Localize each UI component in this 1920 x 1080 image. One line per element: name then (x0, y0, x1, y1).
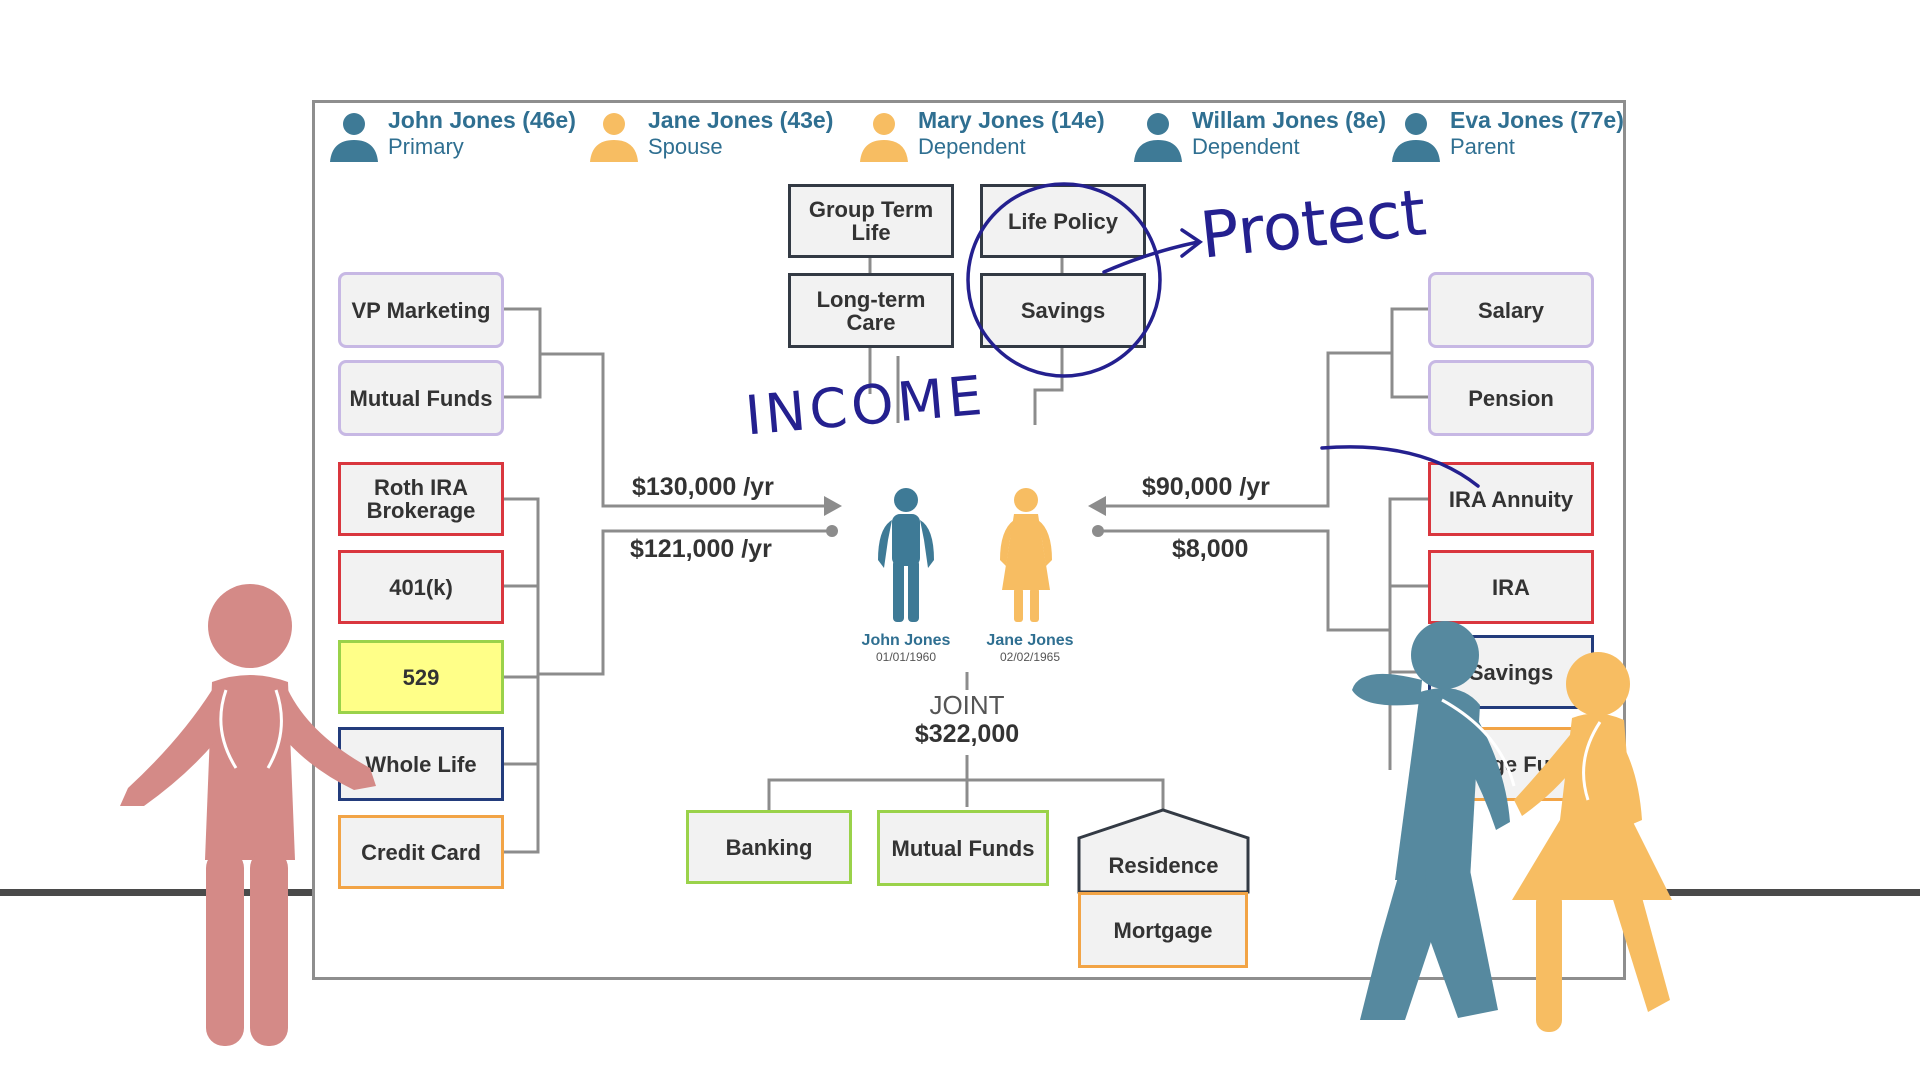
member-william[interactable]: Willam Jones (8e)Dependent (1132, 106, 1386, 164)
john-income-label: $130,000 /yr (632, 473, 774, 501)
banking-box[interactable]: Banking (686, 810, 852, 884)
member-jane[interactable]: Jane Jones (43e)Spouse (588, 106, 833, 164)
john-name: John Jones (861, 632, 951, 649)
jane-other-label: $8,000 (1172, 535, 1249, 563)
john-expense-label: $121,000 /yr (630, 535, 772, 563)
residence-box[interactable]: Residence (1108, 852, 1219, 878)
top-savings-box[interactable]: Savings (980, 273, 1146, 348)
person-icon (330, 113, 378, 162)
person-icon (590, 113, 638, 162)
person-icon (1134, 113, 1182, 162)
credit-card-box[interactable]: Credit Card (338, 815, 504, 889)
401k-box[interactable]: 401(k) (338, 550, 504, 624)
person-icon (860, 113, 908, 162)
college-fund-box[interactable]: o ge Fu (1428, 727, 1594, 801)
ira-annuity-box[interactable]: IRA Annuity (1428, 462, 1594, 536)
mortgage-box[interactable]: Mortgage (1078, 892, 1248, 968)
jane-income-label: $90,000 /yr (1142, 473, 1270, 501)
joint-mutual-funds-box[interactable]: Mutual Funds (877, 810, 1049, 886)
left-mutual-funds-box[interactable]: Mutual Funds (338, 360, 504, 436)
jane-caption: Jane Jones 02/02/1965 (972, 632, 1088, 664)
529-box[interactable]: 529 (338, 640, 504, 714)
roth-ira-box[interactable]: Roth IRA Brokerage (338, 462, 504, 536)
john-dob: 01/01/1960 (875, 650, 937, 664)
member-mary[interactable]: Mary Jones (14e)Dependent (858, 106, 1105, 164)
right-savings-box[interactable]: Savings (1428, 635, 1594, 709)
member-role: Spouse (648, 134, 723, 159)
jane-name: Jane Jones (986, 632, 1074, 649)
member-role: Dependent (1192, 134, 1300, 159)
member-role: Primary (388, 134, 464, 159)
pension-box[interactable]: Pension (1428, 360, 1594, 436)
jane-dob: 02/02/1965 (999, 650, 1061, 664)
member-name: Eva Jones (77e) (1450, 107, 1624, 133)
joint-amount: $322,000 (914, 720, 1020, 748)
member-name: John Jones (46e) (388, 107, 576, 133)
whole-life-box[interactable]: Whole Life (338, 727, 504, 801)
john-caption: John Jones 01/01/1960 (848, 632, 964, 664)
member-john[interactable]: John Jones (46e)Primary (328, 106, 576, 164)
member-name: Jane Jones (43e) (648, 107, 834, 133)
vp-marketing-box[interactable]: VP Marketing (338, 272, 504, 348)
long-term-care-box[interactable]: Long-term Care (788, 273, 954, 348)
member-name: Willam Jones (8e) (1192, 107, 1387, 133)
salary-box[interactable]: Salary (1428, 272, 1594, 348)
member-eva[interactable]: Eva Jones (77e)Parent (1390, 106, 1624, 164)
member-role: Parent (1450, 134, 1515, 159)
member-name: Mary Jones (14e) (918, 107, 1105, 133)
ira-box[interactable]: IRA (1428, 550, 1594, 624)
group-term-life-box[interactable]: Group Term Life (788, 184, 954, 258)
member-role: Dependent (918, 134, 1026, 159)
person-icon (1392, 113, 1440, 162)
life-policy-box[interactable]: Life Policy (980, 184, 1146, 258)
joint-label: JOINT (929, 690, 1005, 720)
